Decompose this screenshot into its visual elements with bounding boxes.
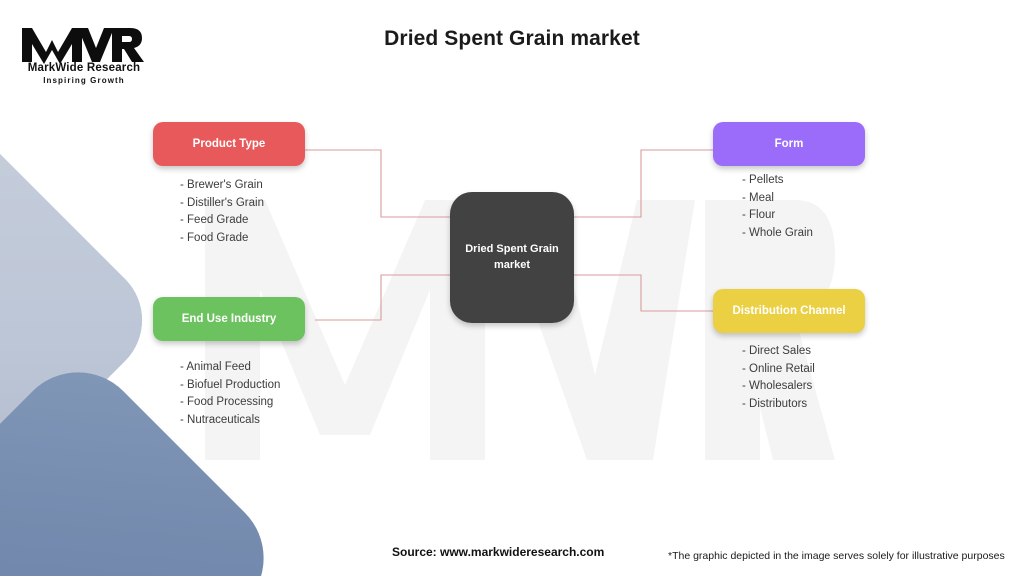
list-item: - Wholesalers: [742, 380, 813, 393]
branch-node-distribution-channel[interactable]: Distribution Channel: [713, 289, 865, 333]
branch-node-product-type[interactable]: Product Type: [153, 122, 305, 166]
center-node-label-line2: market: [493, 258, 531, 271]
center-node[interactable]: Dried Spent Grain market: [450, 192, 574, 323]
logo-tagline: Inspiring Growth: [43, 76, 125, 85]
list-item: - Food Grade: [180, 231, 249, 244]
list-item: - Online Retail: [742, 362, 815, 375]
markwide-research-logo: MarkWide Research Inspiring Growth: [16, 22, 146, 85]
list-item: - Distributors: [742, 397, 808, 410]
connector-product-type: [305, 149, 451, 218]
connector-end-use: [315, 274, 451, 321]
list-item: - Biofuel Production: [180, 378, 281, 391]
list-item: - Distiller's Grain: [180, 196, 264, 209]
connector-distribution: [573, 274, 714, 312]
bullet-list-form: - Pellets - Meal - Flour - Whole Grain: [742, 172, 813, 242]
decorative-shape-light: [0, 107, 167, 533]
bullet-list-product-type: - Brewer's Grain - Distiller's Grain - F…: [180, 177, 264, 247]
bullet-list-distribution-channel: - Direct Sales - Online Retail - Wholesa…: [742, 343, 815, 413]
footer-disclaimer: *The graphic depicted in the image serve…: [668, 550, 1005, 562]
page-title: Dried Spent Grain market: [384, 27, 640, 50]
mwr-logo-icon: [22, 28, 144, 64]
connector-form: [573, 149, 714, 218]
footer-source: Source: www.markwideresearch.com: [392, 545, 605, 559]
logo-company-name: MarkWide Research: [27, 62, 141, 74]
bullet-list-end-use-industry: - Animal Feed - Biofuel Production - Foo…: [180, 359, 280, 429]
list-item: - Flour: [742, 209, 776, 222]
branch-node-end-use-industry[interactable]: End Use Industry: [153, 297, 305, 341]
list-item: - Feed Grade: [180, 214, 249, 227]
list-item: - Animal Feed: [180, 361, 251, 373]
branch-node-form[interactable]: Form: [713, 122, 865, 166]
list-item: - Whole Grain: [742, 226, 813, 239]
list-item: - Meal: [742, 191, 774, 204]
list-item: - Brewer's Grain: [180, 179, 263, 191]
list-item: - Nutraceuticals: [180, 413, 260, 426]
center-node-label-line1: Dried Spent Grain: [465, 242, 559, 255]
list-item: - Pellets: [742, 174, 784, 186]
list-item: - Direct Sales: [742, 345, 812, 357]
list-item: - Food Processing: [180, 396, 274, 409]
